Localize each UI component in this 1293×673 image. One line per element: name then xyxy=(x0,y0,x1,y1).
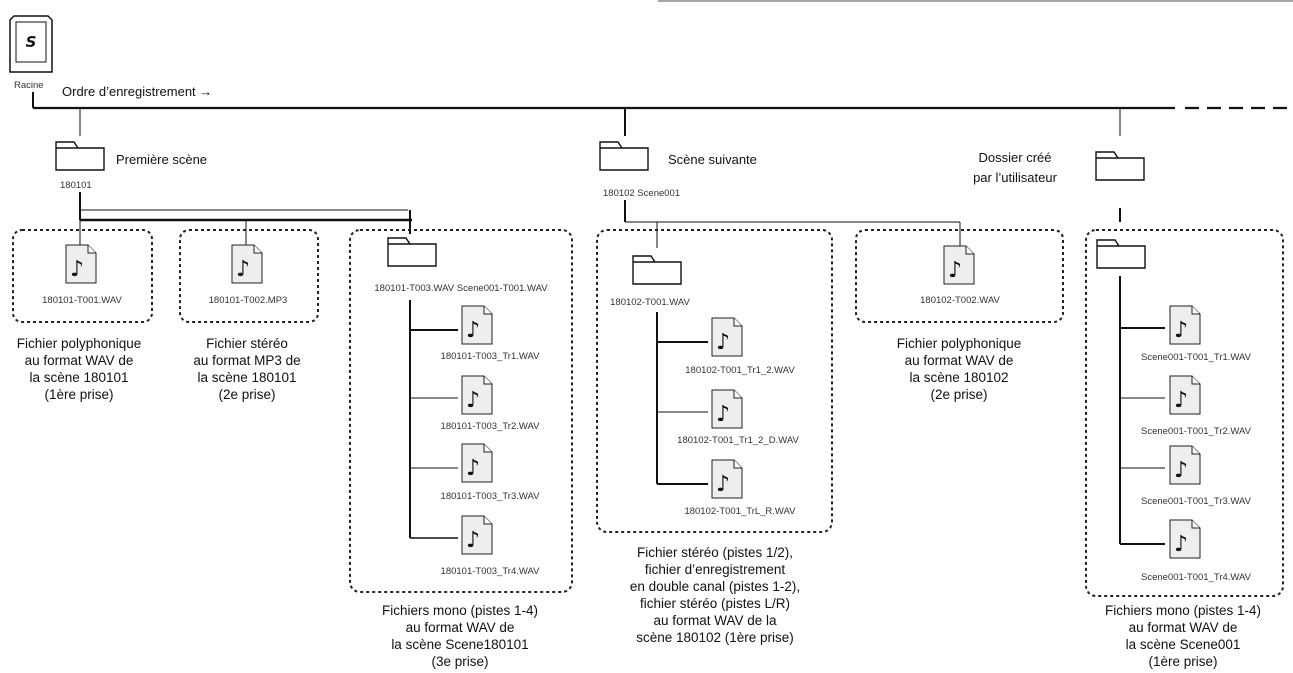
music-note-file-icon xyxy=(461,375,493,415)
svg-text:(1ère prise): (1ère prise) xyxy=(44,387,113,402)
folder-s2t001-id: 180102-T001.WAV xyxy=(610,297,690,308)
svg-text:au format WAV de: au format WAV de xyxy=(1129,620,1238,635)
file-name: 180101-T002.MP3 xyxy=(209,295,288,306)
file-name: Scene001-T001_Tr1.WAV xyxy=(1141,352,1252,363)
music-note-file-icon xyxy=(711,389,743,429)
music-note-file-icon xyxy=(1169,519,1201,559)
music-note-file-icon xyxy=(711,317,743,357)
file-box-polyphonic-180102 xyxy=(855,229,1064,323)
music-note-file-icon xyxy=(65,244,97,284)
sd-logo: S xyxy=(26,33,37,51)
folder-icon xyxy=(55,141,105,171)
recording-order-label: Ordre d’enregistrement → xyxy=(62,84,212,99)
file-name: 180102-T001_TrL_R.WAV xyxy=(684,506,796,517)
file-name: 180101-T003_Tr2.WAV xyxy=(441,421,541,432)
svg-text:Fichier stéréo: Fichier stéréo xyxy=(206,336,288,351)
music-note-file-icon xyxy=(1169,375,1201,415)
svg-text:Fichiers mono (pistes 1-4): Fichiers mono (pistes 1-4) xyxy=(1105,603,1261,618)
folder-icon xyxy=(599,141,649,171)
caption-mono-180101: Fichiers mono (pistes 1-4) au format WAV… xyxy=(382,603,538,669)
folder-t003-id: 180101-T003.WAV Scene001-T001.WAV xyxy=(374,283,548,294)
svg-text:scène 180102 (1ère prise): scène 180102 (1ère prise) xyxy=(636,630,794,645)
svg-text:la scène Scene001: la scène Scene001 xyxy=(1126,637,1241,652)
folder-icon xyxy=(387,237,437,267)
svg-text:au format MP3 de: au format MP3 de xyxy=(193,353,300,368)
file-box-polyphonic-180101 xyxy=(12,229,153,323)
folder-premiere-id: 180101 xyxy=(60,180,92,191)
file-name: 180101-T003_Tr1.WAV xyxy=(441,351,541,362)
svg-text:au format WAV de: au format WAV de xyxy=(406,620,515,635)
svg-text:(1ère prise): (1ère prise) xyxy=(1148,654,1217,669)
file-name: 180101-T003_Tr3.WAV xyxy=(441,491,541,502)
svg-text:au format WAV de: au format WAV de xyxy=(25,353,134,368)
svg-text:au format WAV de: au format WAV de xyxy=(905,353,1014,368)
svg-text:(3e prise): (3e prise) xyxy=(431,654,488,669)
file-name: 180102-T002.WAV xyxy=(920,295,1000,306)
svg-text:fichier d’enregistrement: fichier d’enregistrement xyxy=(645,562,786,577)
svg-text:en double canal (pistes 1-2),: en double canal (pistes 1-2), xyxy=(630,579,800,594)
svg-text:(2e prise): (2e prise) xyxy=(930,387,987,402)
sd-card-icon: S xyxy=(9,15,53,73)
folder-suivante-name: Scène suivante xyxy=(668,152,757,167)
svg-text:au format WAV de la: au format WAV de la xyxy=(653,613,777,628)
file-box-stereo-mp3 xyxy=(179,229,319,323)
svg-text:Fichier stéréo (pistes 1/2),: Fichier stéréo (pistes 1/2), xyxy=(637,545,793,560)
caption-stereo-180102: Fichier stéréo (pistes 1/2), fichier d’e… xyxy=(630,545,800,645)
caption-mono-scene001: Fichiers mono (pistes 1-4) au format WAV… xyxy=(1105,603,1261,669)
music-note-file-icon xyxy=(943,245,975,285)
folder-user-name: Dossier créé xyxy=(979,150,1052,165)
folder-user-name: par l’utilisateur xyxy=(973,170,1057,185)
file-name: 180101-T003_Tr4.WAV xyxy=(441,566,541,577)
folder-icon xyxy=(632,255,682,285)
svg-text:(2e prise): (2e prise) xyxy=(218,387,275,402)
folder-premiere-name: Première scène xyxy=(116,152,207,167)
file-box-mono-scene001 xyxy=(1085,229,1284,597)
svg-text:Fichier polyphonique: Fichier polyphonique xyxy=(17,336,142,351)
file-name: Scene001-T001_Tr3.WAV xyxy=(1141,496,1252,507)
svg-text:Fichiers mono (pistes 1-4): Fichiers mono (pistes 1-4) xyxy=(382,603,538,618)
root-label: Racine xyxy=(14,80,44,91)
file-name: 180102-T001_Tr1_2.WAV xyxy=(685,365,795,376)
file-name: 180101-T001.WAV xyxy=(42,295,122,306)
music-note-file-icon xyxy=(1169,445,1201,485)
folder-suivante-id: 180102 Scene001 xyxy=(603,188,680,199)
music-note-file-icon xyxy=(1169,305,1201,345)
svg-text:la scène 180101: la scène 180101 xyxy=(197,370,296,385)
caption-polyphonic-180102: Fichier polyphonique au format WAV de la… xyxy=(897,336,1022,402)
folder-icon xyxy=(1096,239,1146,269)
file-name: Scene001-T001_Tr4.WAV xyxy=(1141,572,1252,583)
folder-icon xyxy=(1095,151,1145,181)
music-note-file-icon xyxy=(461,443,493,483)
svg-text:Fichier polyphonique: Fichier polyphonique xyxy=(897,336,1022,351)
file-name: 180102-T001_Tr1_2_D.WAV xyxy=(677,435,799,446)
svg-text:la scène Scene180101: la scène Scene180101 xyxy=(391,637,528,652)
music-note-file-icon xyxy=(231,244,263,284)
svg-text:la scène 180101: la scène 180101 xyxy=(29,370,128,385)
svg-text:la scène 180102: la scène 180102 xyxy=(909,370,1008,385)
music-note-file-icon xyxy=(711,459,743,499)
file-name: Scene001-T001_Tr2.WAV xyxy=(1141,426,1252,437)
caption-stereo-mp3: Fichier stéréo au format MP3 de la scène… xyxy=(193,336,300,402)
caption-polyphonic-180101: Fichier polyphonique au format WAV de la… xyxy=(17,336,142,402)
svg-text:fichier stéréo (pistes L/R): fichier stéréo (pistes L/R) xyxy=(640,596,790,611)
music-note-file-icon xyxy=(461,305,493,345)
music-note-file-icon xyxy=(461,515,493,555)
